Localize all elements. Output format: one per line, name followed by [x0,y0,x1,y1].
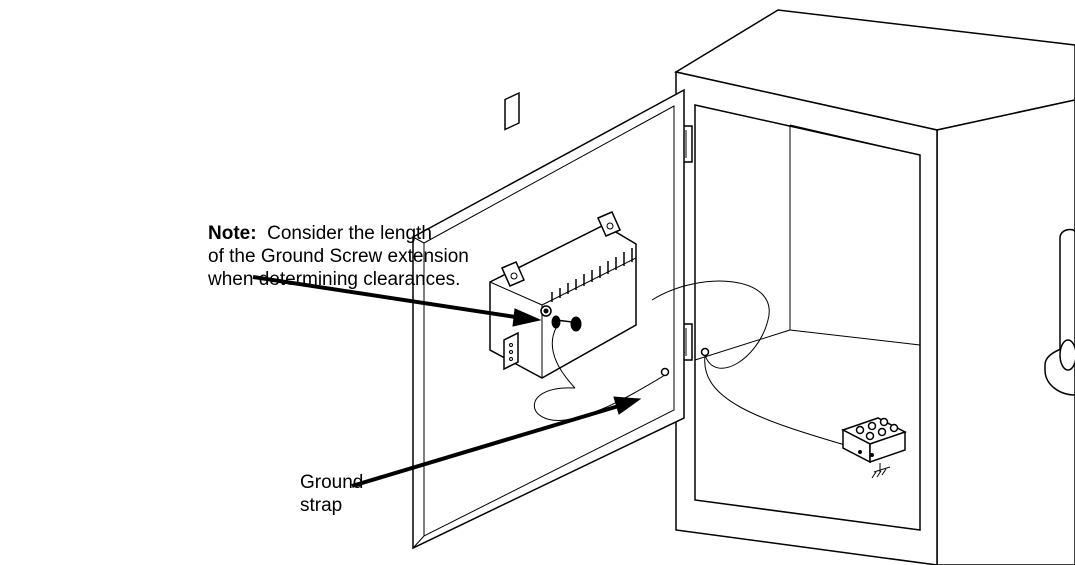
note-arrow [252,275,542,327]
vent-slots [551,248,633,302]
earth-ground-icon [871,463,891,479]
ground-strap-wire [533,280,846,446]
note-text-line-3: when determining clearances. [208,269,461,290]
note-callout: Note: Consider the length of the Ground … [208,222,469,291]
ground-terminal-block [841,417,907,464]
controller-device [489,91,637,379]
enclosure-cabinet [674,9,1075,565]
note-text-line-2: of the Ground Screw extension [208,246,469,267]
ground-strap-line-1: Ground [300,472,364,493]
note-text-line-1: Consider the length [267,223,432,244]
ground-strap-callout: Ground strap [300,471,363,517]
ground-screw [540,305,582,332]
ground-strap-arrow [351,396,642,488]
note-label: Note: [208,223,257,244]
ground-strap-line-2: strap [300,495,343,516]
note-line-1: Note: Consider the length [208,222,469,245]
